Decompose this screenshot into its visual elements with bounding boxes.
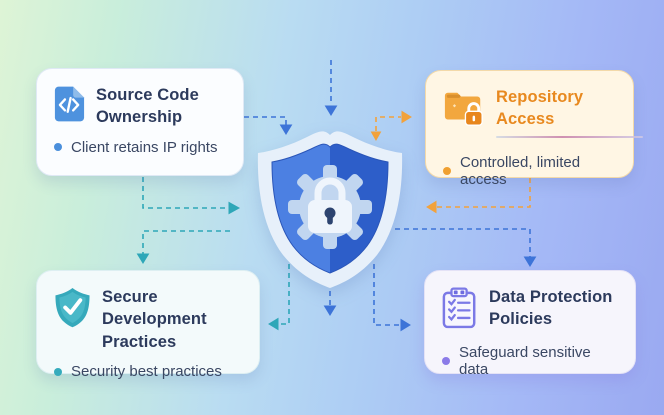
bullet-dot [54,143,62,152]
padlock-icon [308,177,352,233]
card-title: Repository Access [496,88,584,129]
shield-check-icon [55,288,90,328]
connector-top-to-shield [324,60,338,116]
card-repository-access: Repository Access Controlled, limited ac… [425,70,643,188]
card-bullet: Safeguard sensitive data [459,344,591,378]
card-secure-development-practices: Secure Development Practices Security be… [36,270,260,380]
connector-sourcecode-to-shield-left [142,177,241,215]
code-file-icon [54,86,85,122]
card-data-protection-policies: Data Protection Policies Safeguard sensi… [424,270,636,378]
bullet-dot [443,166,451,175]
title-underline [496,135,643,138]
clipboard-checklist-icon [442,287,476,329]
bullet-dot [54,367,62,376]
shield-gear-lock-icon [257,131,403,288]
card-source-code-ownership: Source Code Ownership Client retains IP … [36,68,244,176]
bullet-dot [442,357,450,365]
folder-lock-icon [444,92,483,126]
connector-shield-to-dataprotection-top [395,228,537,267]
central-shield [245,125,415,290]
connector-shield-to-securedev-top [136,230,230,264]
card-bullet: Controlled, limited access [460,153,581,188]
card-title: Secure Development Practices [102,288,207,351]
card-bullet: Client retains IP rights [71,138,218,156]
card-title: Data Protection Policies [489,288,613,329]
small-lock [464,102,483,126]
card-title: Source Code Ownership [96,86,199,127]
card-bullet: Security best practices [71,363,222,381]
